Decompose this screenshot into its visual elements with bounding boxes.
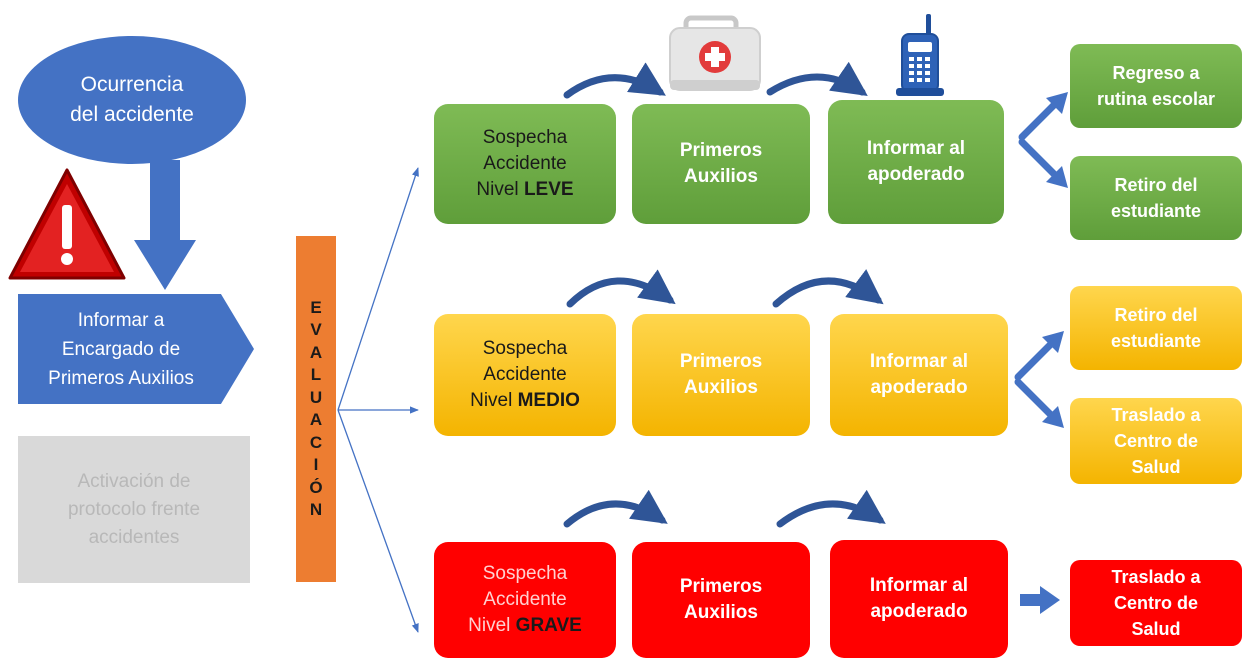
protocol-line3: accidentes bbox=[88, 526, 180, 548]
phone-icon bbox=[896, 14, 944, 96]
inform-line1: Informar al bbox=[869, 351, 969, 372]
suspicion-line2: Accidente bbox=[483, 153, 567, 174]
leve-outcome-return: Regreso a rutina escolar bbox=[1070, 44, 1242, 128]
evaluation-letter: L bbox=[310, 365, 322, 384]
evaluation-letter: Ó bbox=[309, 477, 323, 497]
outcome-line3: Salud bbox=[1131, 619, 1181, 639]
warning-icon bbox=[8, 168, 126, 280]
evaluation-letter: U bbox=[309, 387, 323, 407]
outcome-line1: Retiro del bbox=[1114, 175, 1198, 195]
evaluation-branch-arrows bbox=[337, 167, 419, 633]
inform-manager-line2: Encargado de bbox=[61, 338, 181, 360]
suspicion-nivel: Nivel bbox=[470, 390, 513, 411]
down-arrow bbox=[134, 160, 196, 290]
medio-outcome-transfer: Traslado a Centro de Salud bbox=[1070, 398, 1242, 484]
level-leve-first-aid: Primeros Auxilios bbox=[632, 104, 810, 224]
outcome-line3: Salud bbox=[1131, 457, 1181, 477]
inform-line1: Informar al bbox=[866, 138, 966, 159]
first-aid-line2: Auxilios bbox=[684, 166, 758, 187]
outcome-branch-arrows bbox=[1014, 92, 1068, 428]
accident-occurrence-line1: Ocurrencia bbox=[80, 73, 184, 96]
first-aid-line1: Primeros bbox=[679, 140, 763, 161]
first-aid-line1: Primeros bbox=[679, 576, 763, 597]
evaluation-letter: I bbox=[313, 455, 319, 474]
level-medio-suspicion: Sospecha Accidente Nivel MEDIO bbox=[434, 314, 616, 436]
suspicion-line1: Sospecha bbox=[482, 338, 568, 359]
level-name: MEDIO bbox=[517, 390, 580, 411]
suspicion-line2: Accidente bbox=[483, 589, 567, 610]
inform-line2: apoderado bbox=[867, 164, 965, 185]
inform-line2: apoderado bbox=[870, 377, 968, 398]
level-leve-suspicion: Sospecha Accidente Nivel LEVE bbox=[434, 104, 616, 224]
inform-manager-line1: Informar a bbox=[77, 309, 165, 331]
inform-manager-node: Informar a Encargado de Primeros Auxilio… bbox=[18, 294, 254, 404]
inform-line1: Informar al bbox=[869, 575, 969, 596]
inform-line2: apoderado bbox=[870, 601, 968, 622]
level-grave-first-aid: Primeros Auxilios bbox=[632, 542, 810, 658]
suspicion-line1: Sospecha bbox=[482, 563, 568, 584]
suspicion-line1: Sospecha bbox=[482, 127, 568, 148]
evaluation-bar: E V A L U A C I Ó N bbox=[296, 236, 336, 582]
evaluation-letter: E bbox=[310, 297, 322, 317]
outcome-line1: Retiro del bbox=[1114, 305, 1198, 325]
accident-occurrence-node: Ocurrencia del accidente bbox=[18, 36, 246, 164]
accident-occurrence-line2: del accidente bbox=[70, 103, 194, 126]
protocol-line1: Activación de bbox=[77, 470, 191, 492]
level-grave-suspicion: Sospecha Accidente Nivel GRAVE bbox=[434, 542, 616, 658]
first-aid-line2: Auxilios bbox=[684, 377, 758, 398]
suspicion-nivel: Nivel bbox=[468, 615, 511, 636]
evaluation-letter: C bbox=[309, 432, 323, 452]
leve-outcome-pickup: Retiro del estudiante bbox=[1070, 156, 1242, 240]
evaluation-letter: N bbox=[309, 500, 323, 519]
evaluation-letter: A bbox=[309, 410, 323, 429]
level-medio-inform-guardian: Informar al apoderado bbox=[830, 314, 1008, 436]
outcome-line2: rutina escolar bbox=[1096, 89, 1216, 109]
outcome-line1: Traslado a bbox=[1111, 405, 1201, 425]
first-aid-line2: Auxilios bbox=[684, 602, 758, 623]
suspicion-nivel: Nivel bbox=[476, 179, 519, 200]
outcome-line2: Centro de bbox=[1113, 593, 1198, 613]
level-name: LEVE bbox=[523, 179, 574, 200]
level-name: GRAVE bbox=[515, 615, 582, 636]
protocol-line2: protocolo frente bbox=[67, 498, 201, 520]
protocol-activation-node: Activación de protocolo frente accidente… bbox=[18, 436, 250, 583]
grave-outcome-transfer: Traslado a Centro de Salud bbox=[1070, 560, 1242, 646]
level-grave-inform-guardian: Informar al apoderado bbox=[830, 540, 1008, 658]
outcome-line2: Centro de bbox=[1113, 431, 1198, 451]
first-aid-kit-icon bbox=[669, 15, 761, 91]
first-aid-line1: Primeros bbox=[679, 351, 763, 372]
outcome-line2: estudiante bbox=[1110, 201, 1202, 221]
evaluation-letter: A bbox=[309, 342, 323, 362]
medio-outcome-pickup: Retiro del estudiante bbox=[1070, 286, 1242, 370]
level-medio-first-aid: Primeros Auxilios bbox=[632, 314, 810, 436]
outcome-line1: Traslado a bbox=[1111, 567, 1201, 587]
step-curved-arrows bbox=[563, 61, 886, 528]
inform-manager-line3: Primeros Auxilios bbox=[48, 367, 194, 389]
grave-outcome-arrow bbox=[1020, 586, 1060, 614]
suspicion-line2: Accidente bbox=[483, 364, 567, 385]
evaluation-letter: V bbox=[310, 320, 322, 339]
outcome-line1: Regreso a bbox=[1112, 63, 1200, 83]
level-leve-inform-guardian: Informar al apoderado bbox=[828, 100, 1004, 224]
outcome-line2: estudiante bbox=[1110, 331, 1202, 351]
